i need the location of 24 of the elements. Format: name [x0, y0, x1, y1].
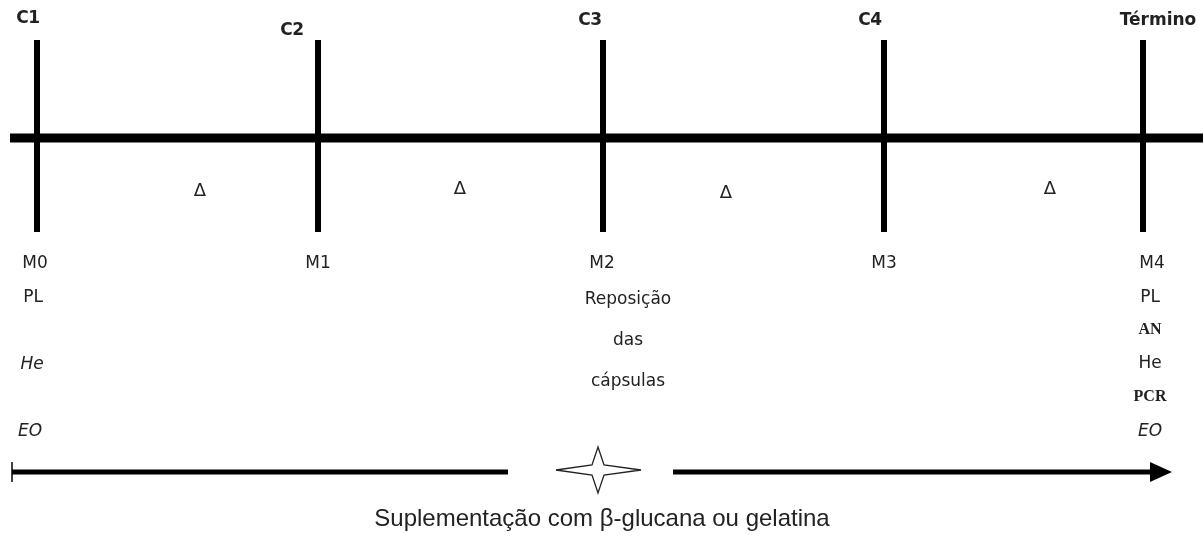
checkpoint-label: C3: [578, 10, 602, 30]
analysis-label: He: [1138, 353, 1162, 373]
moment-label: M1: [305, 253, 331, 273]
analysis-label: PL: [1140, 287, 1160, 307]
analysis-label: EO: [1137, 421, 1163, 441]
moment-label: M3: [871, 253, 897, 273]
checkpoint-label: C2: [280, 20, 304, 40]
checkpoint-label: C1: [16, 8, 40, 28]
interval-mark: Δ: [453, 177, 467, 199]
note-text: Reposição das cápsulas: [583, 286, 673, 392]
moment-label: M0: [22, 253, 48, 273]
moment-label: M4: [1139, 253, 1165, 273]
analysis-label: AN: [1138, 319, 1162, 339]
caption-text: Suplementação com β-glucana ou gelatina: [374, 504, 830, 532]
interval-mark: Δ: [719, 181, 733, 203]
checkpoint-label: Término: [1119, 10, 1197, 30]
moment-label: M2: [589, 253, 615, 273]
interval-mark: Δ: [1043, 177, 1057, 199]
checkpoint-label: C4: [858, 10, 882, 30]
interval-mark: Δ: [193, 179, 207, 201]
analysis-label: He: [20, 354, 44, 374]
analysis-label: EO: [17, 421, 43, 441]
analysis-label: PCR: [1133, 386, 1167, 406]
analysis-label: PL: [23, 287, 43, 307]
